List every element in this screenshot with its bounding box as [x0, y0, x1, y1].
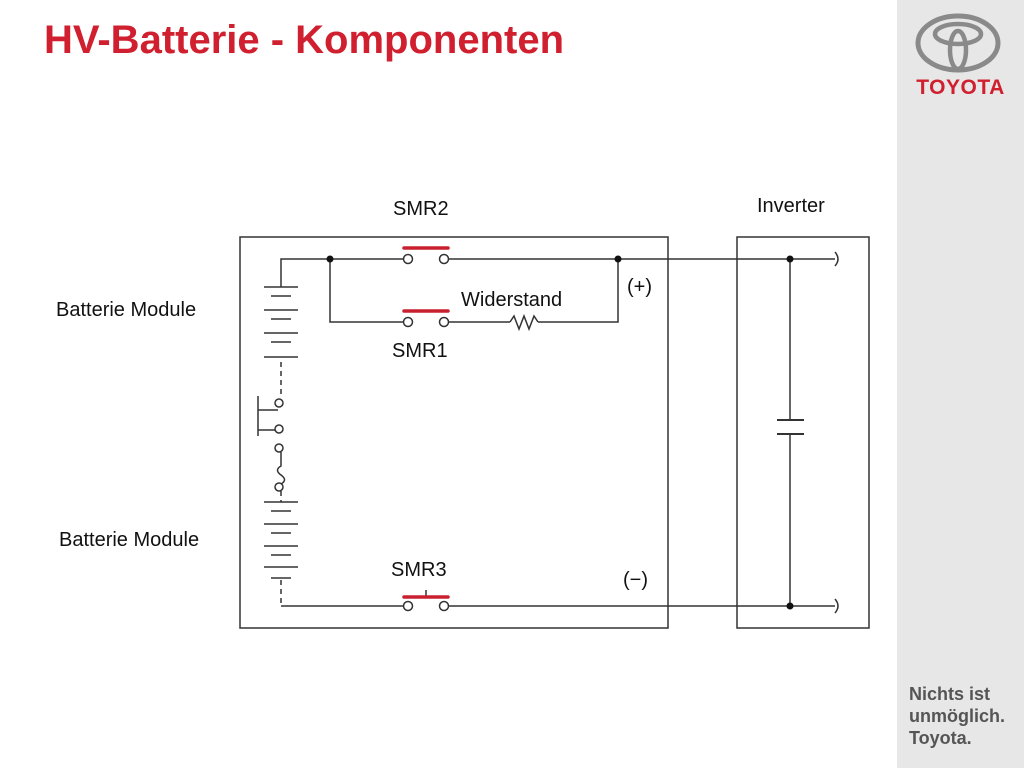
battery-module-label-bottom: Batterie Module — [59, 529, 200, 551]
inverter-enclosure — [736, 236, 870, 629]
battery-cell — [264, 545, 298, 556]
plug-contact — [274, 424, 284, 434]
battery-cell — [264, 501, 298, 512]
battery-cell — [264, 286, 298, 297]
smr2-label: SMR2 — [393, 198, 449, 220]
relay-contact — [402, 316, 414, 328]
inverter-label: Inverter — [757, 195, 825, 217]
circuit-schematic — [239, 236, 870, 629]
precharge-line-left — [329, 259, 408, 323]
circuit-diagram: SMR2 Inverter (+) Widerstand Batterie Mo… — [56, 195, 870, 629]
battery-enclosure — [239, 236, 669, 629]
plug-contact — [274, 398, 284, 408]
resistor-zigzag — [509, 313, 539, 332]
capacitor-plate — [777, 419, 804, 435]
negative-terminal-label: (−) — [623, 569, 648, 591]
battery-module-label-top: Batterie Module — [56, 299, 197, 321]
positive-terminal-break — [834, 251, 839, 267]
positive-line-left — [280, 258, 408, 287]
brand-sidebar: TOYOTA Nichts ist unmöglich. Toyota. — [897, 0, 1024, 768]
relay-contact — [438, 600, 450, 612]
slogan: Nichts ist unmöglich. Toyota. — [909, 683, 1021, 749]
battery-cell — [264, 332, 298, 343]
slogan-line: unmöglich. — [909, 706, 1005, 726]
negative-terminal-break — [834, 598, 839, 614]
battery-cell — [264, 566, 298, 579]
relay-contact — [438, 253, 450, 265]
slogan-line: Toyota. — [909, 728, 972, 748]
relay-contact — [402, 253, 414, 265]
smr3-label: SMR3 — [391, 559, 447, 581]
positive-terminal-label: (+) — [627, 276, 652, 298]
toyota-logo-icon — [915, 13, 1001, 73]
precharge-line-right — [538, 259, 619, 323]
slide-title: HV-Batterie - Komponenten — [44, 18, 565, 62]
slogan-line: Nichts ist — [909, 684, 991, 704]
relay-contact — [438, 316, 450, 328]
battery-cell — [264, 309, 298, 320]
relay-contact — [402, 600, 414, 612]
junction-dot — [614, 255, 622, 263]
smr1-label: SMR1 — [392, 340, 448, 362]
plug-contact — [274, 443, 284, 453]
battery-cell — [264, 523, 298, 534]
junction-dot — [786, 255, 794, 263]
resistor-label: Widerstand — [461, 289, 563, 311]
brand-name: TOYOTA — [916, 76, 1005, 99]
plug-contact — [274, 482, 284, 492]
fuse — [276, 452, 286, 485]
junction-dot — [786, 602, 794, 610]
junction-dot — [326, 255, 334, 263]
